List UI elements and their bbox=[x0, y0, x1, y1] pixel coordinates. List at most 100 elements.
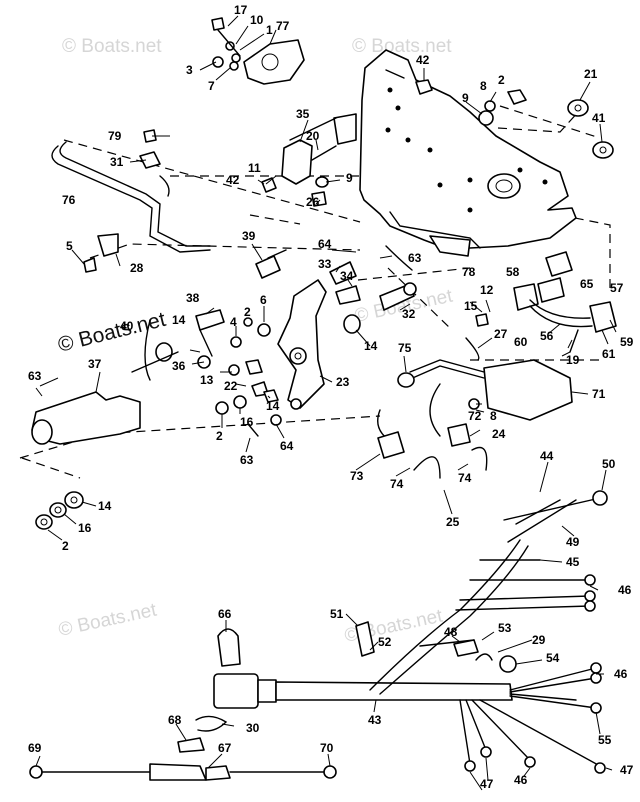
callout-31: 31 bbox=[110, 155, 124, 169]
callout-63-lower: 63 bbox=[240, 453, 254, 467]
callout-13: 13 bbox=[200, 373, 214, 387]
callout-16: 16 bbox=[240, 415, 254, 429]
callout-35: 35 bbox=[296, 107, 310, 121]
callout-63: 63 bbox=[408, 251, 422, 265]
callout-7: 7 bbox=[208, 79, 215, 93]
callout-51: 51 bbox=[330, 607, 344, 621]
callout-64: 64 bbox=[318, 237, 332, 251]
callout-78: 78 bbox=[462, 265, 476, 279]
callout-23: 23 bbox=[336, 375, 350, 389]
right-hardware bbox=[415, 79, 614, 159]
callout-72: 72 bbox=[468, 409, 482, 423]
callout-63-left: 63 bbox=[28, 369, 42, 383]
callout-60: 60 bbox=[514, 335, 528, 349]
callout-16-bottom: 16 bbox=[78, 521, 92, 535]
callout-11: 11 bbox=[248, 161, 261, 175]
callout-47: 47 bbox=[480, 777, 494, 791]
callout-2-bottom: 2 bbox=[62, 539, 69, 553]
shaft-parts bbox=[131, 309, 282, 437]
callout-76: 76 bbox=[62, 193, 76, 207]
callout-38: 38 bbox=[186, 291, 200, 305]
callout-26: 26 bbox=[306, 195, 320, 209]
callout-15: 15 bbox=[464, 299, 478, 313]
callout-55: 55 bbox=[598, 733, 612, 747]
callout-29: 29 bbox=[532, 633, 546, 647]
callout-44: 44 bbox=[540, 449, 554, 463]
shift-arm bbox=[31, 387, 141, 445]
callout-39: 39 bbox=[242, 229, 256, 243]
callout-48: 48 bbox=[444, 625, 458, 639]
callout-14: 14 bbox=[172, 313, 186, 327]
callout-14-lever: 14 bbox=[266, 399, 280, 413]
callout-28: 28 bbox=[130, 261, 144, 275]
callout-5: 5 bbox=[66, 239, 73, 253]
callout-47-right: 47 bbox=[620, 763, 634, 777]
callout-77: 77 bbox=[276, 19, 290, 33]
battery-cable bbox=[29, 715, 337, 781]
callout-56: 56 bbox=[540, 329, 554, 343]
callout-41: 41 bbox=[592, 111, 606, 125]
mounting-plate bbox=[359, 49, 577, 257]
rubber-boot bbox=[217, 628, 241, 667]
callout-59: 59 bbox=[620, 335, 634, 349]
tube-assembly bbox=[51, 141, 211, 273]
callout-75: 75 bbox=[398, 341, 412, 355]
callout-2-mid: 2 bbox=[244, 305, 251, 319]
callout-8: 8 bbox=[480, 79, 487, 93]
wiring-harness bbox=[213, 490, 608, 774]
callout-74: 74 bbox=[390, 477, 404, 491]
callout-61: 61 bbox=[602, 347, 616, 361]
callout-8-pack: 8 bbox=[490, 409, 497, 423]
callout-74-right: 74 bbox=[458, 471, 472, 485]
callout-54: 54 bbox=[546, 651, 560, 665]
lower-left-hardware bbox=[35, 491, 84, 530]
callout-36: 36 bbox=[172, 359, 186, 373]
watermark-mid-left: © Boats.net bbox=[56, 308, 168, 357]
callout-46: 46 bbox=[618, 583, 632, 597]
callout-70: 70 bbox=[320, 741, 334, 755]
callout-4: 4 bbox=[230, 315, 237, 329]
callout-21: 21 bbox=[584, 67, 598, 81]
callout-2-lever: 2 bbox=[216, 429, 223, 443]
rectifier-assembly bbox=[465, 251, 617, 361]
callout-42: 42 bbox=[416, 53, 430, 67]
callout-14-bottom: 14 bbox=[98, 499, 112, 513]
upper-bracket-assembly bbox=[211, 17, 305, 85]
callout-58: 58 bbox=[506, 265, 520, 279]
callout-10: 10 bbox=[250, 13, 264, 27]
callout-73: 73 bbox=[350, 469, 364, 483]
callout-12: 12 bbox=[480, 283, 494, 297]
callout-66: 66 bbox=[218, 607, 232, 621]
callout-42-lower: 42 bbox=[226, 173, 240, 187]
callout-2: 2 bbox=[498, 73, 505, 87]
callout-53: 53 bbox=[498, 621, 512, 635]
callout-49: 49 bbox=[566, 535, 580, 549]
callout-19: 19 bbox=[566, 353, 580, 367]
callout-labels: 17 10 1 77 3 7 42 8 2 9 21 41 35 20 79 3… bbox=[28, 3, 634, 791]
callout-6: 6 bbox=[260, 293, 267, 307]
callout-52: 52 bbox=[378, 635, 392, 649]
power-pack-assembly bbox=[377, 359, 573, 479]
clip-hardware bbox=[139, 129, 161, 169]
callout-57: 57 bbox=[610, 281, 624, 295]
callout-3: 3 bbox=[186, 63, 193, 77]
callout-leaders bbox=[35, 15, 617, 791]
callout-43: 43 bbox=[368, 713, 382, 727]
watermark-top-left: © Boats.net bbox=[62, 36, 162, 57]
callout-17: 17 bbox=[234, 3, 248, 17]
callout-20: 20 bbox=[306, 129, 320, 143]
callout-30: 30 bbox=[246, 721, 260, 735]
callout-32: 32 bbox=[402, 307, 416, 321]
studs-and-bolts bbox=[255, 245, 417, 334]
callout-22: 22 bbox=[224, 379, 238, 393]
callout-46-bottom: 46 bbox=[514, 773, 528, 787]
callout-25: 25 bbox=[446, 515, 460, 529]
callout-45: 45 bbox=[566, 555, 580, 569]
callout-33: 33 bbox=[318, 257, 332, 271]
callout-27: 27 bbox=[494, 327, 508, 341]
throttle-lever bbox=[277, 279, 327, 410]
callout-69: 69 bbox=[28, 741, 42, 755]
callout-34: 34 bbox=[340, 269, 354, 283]
callout-9: 9 bbox=[462, 91, 469, 105]
